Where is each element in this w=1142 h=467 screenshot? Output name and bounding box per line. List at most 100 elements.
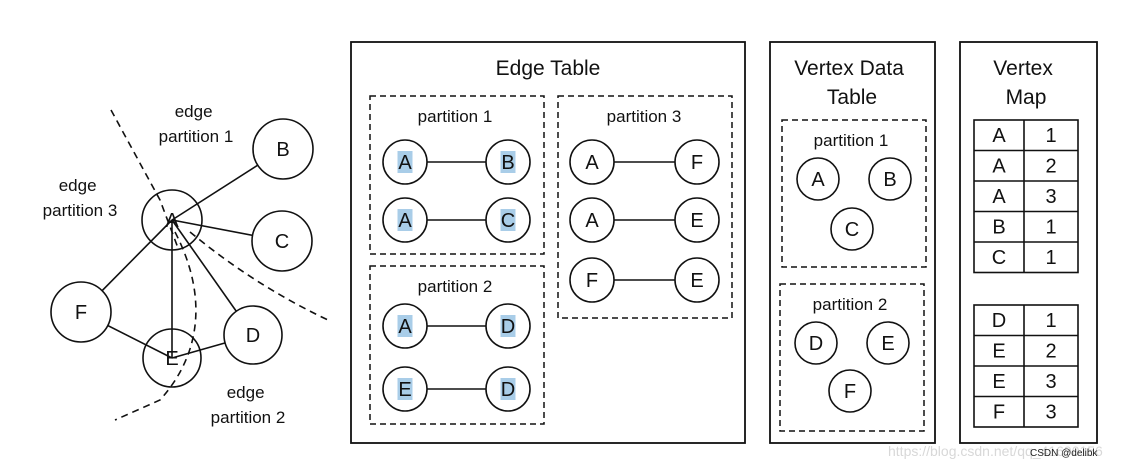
edge-vertex-b-highlight [500,151,516,173]
edge-vertex-f-label: F [691,152,703,174]
edge-vertex-f: F [569,257,615,303]
edge-partition-3-label: partition 3 [607,107,682,126]
edge-vertex-e-circle [674,197,720,243]
vertex-map-partition-cell: 1 [1045,125,1056,147]
graph-vertex-f-label: F [75,302,87,324]
edge-vertex-f: F [674,139,720,185]
data-vertex-c-circle [830,207,874,251]
graph-vertex-d: D [223,305,283,365]
vertex-map-partition-cell: 1 [1045,247,1056,269]
data-vertex-a-label: A [811,169,825,191]
data-vertex-a: A [796,157,840,201]
edge-vertex-d-highlight [500,378,516,400]
vertex-map-partition-cell: 1 [1045,217,1056,239]
data-vertex-c-label: C [845,219,859,241]
data-vertex-f-label: F [844,381,856,403]
vertex-map-table-border [973,119,1079,274]
partition-cut-lines [110,109,329,421]
graph-vertex-a-circle [141,189,203,251]
data-vertex-c: C [830,207,874,251]
graph-vertex-e-circle [142,328,202,388]
edge-vertex-a-label: A [398,210,412,232]
edge-partition-3-box [557,95,733,319]
edge-vertex-c-label: C [501,210,515,232]
data-vertex-b: B [868,157,912,201]
vertex-map-title: Vertex Map [993,57,1058,109]
cut-line-partition-1-3 [110,109,179,249]
graph-label-edge-partition-1: edge partition 1 [159,102,234,146]
edge-partition-1-box [369,95,545,255]
edge-vertex-e-label: E [690,210,703,232]
data-vertex-e-circle [866,321,910,365]
edge-vertex-f-label: F [586,270,598,292]
vertex-partition-1-label: partition 1 [814,131,889,150]
vertex-map-partition-cell: 3 [1045,402,1056,424]
edge-vertex-e: E [674,257,720,303]
vertex-partition-2-label: partition 2 [813,295,888,314]
cut-line-partition-3-2 [114,231,197,421]
graph-vertex-a-label: A [165,210,179,232]
graph-vertex-c-circle [251,210,313,272]
graph-vertex-f-circle [50,281,112,343]
data-vertex-e-label: E [881,333,894,355]
edge-vertex-a: A [569,197,615,243]
watermark-url: https://blog.csdn.net/qq_41690156 [888,443,1103,459]
vertex-data-table-frame [769,41,936,444]
edge-vertex-a-label: A [398,316,412,338]
vertex-map-vertex-cell: D [992,310,1006,332]
edge-table-title: Edge Table [496,57,601,80]
edge-vertex-e-label: E [690,270,703,292]
vertex-map-partition-cell: 3 [1045,186,1056,208]
graph-vertex-d-label: D [246,325,260,347]
vertex-map-vertex-cell: E [992,341,1005,363]
vertex-partition-1-vertices: A B C [796,157,912,251]
graph-vertex-f: F [50,281,112,343]
graph-vertex-b: B [252,118,314,180]
data-vertex-d: D [794,321,838,365]
vertex-partition-2-vertices: D E F [794,321,910,413]
vertex-map-vertex-cell: A [992,156,1006,178]
edge-vertex-a: A [382,197,428,243]
vertex-map-partition-cell: 2 [1045,156,1056,178]
edge-vertex-d-label: D [501,316,515,338]
edge-vertex-a-label: A [585,210,599,232]
edge-vertex-e: E [674,197,720,243]
edge-vertex-a-highlight [397,209,413,231]
edge-vertex-b: B [485,139,531,185]
edge-vertex-d-highlight [500,315,516,337]
data-vertex-f-circle [828,369,872,413]
vertex-map-partition-cell: 2 [1045,341,1056,363]
vertex-map-partition-cell: 3 [1045,371,1056,393]
data-vertex-d-label: D [809,333,823,355]
graph-vertex-d-circle [223,305,283,365]
edge-vertex-d: D [485,366,531,412]
data-vertex-b-circle [868,157,912,201]
data-vertex-b-label: B [883,169,896,191]
edge-vertex-a-highlight [397,315,413,337]
edge-vertex-f-circle [674,139,720,185]
data-vertex-d-circle [794,321,838,365]
edge-partition-2-label: partition 2 [418,277,493,296]
csdn-credit: CSDN @delibk [1030,448,1098,459]
vertex-map-vertex-cell: C [992,247,1006,269]
data-vertex-f: F [828,369,872,413]
